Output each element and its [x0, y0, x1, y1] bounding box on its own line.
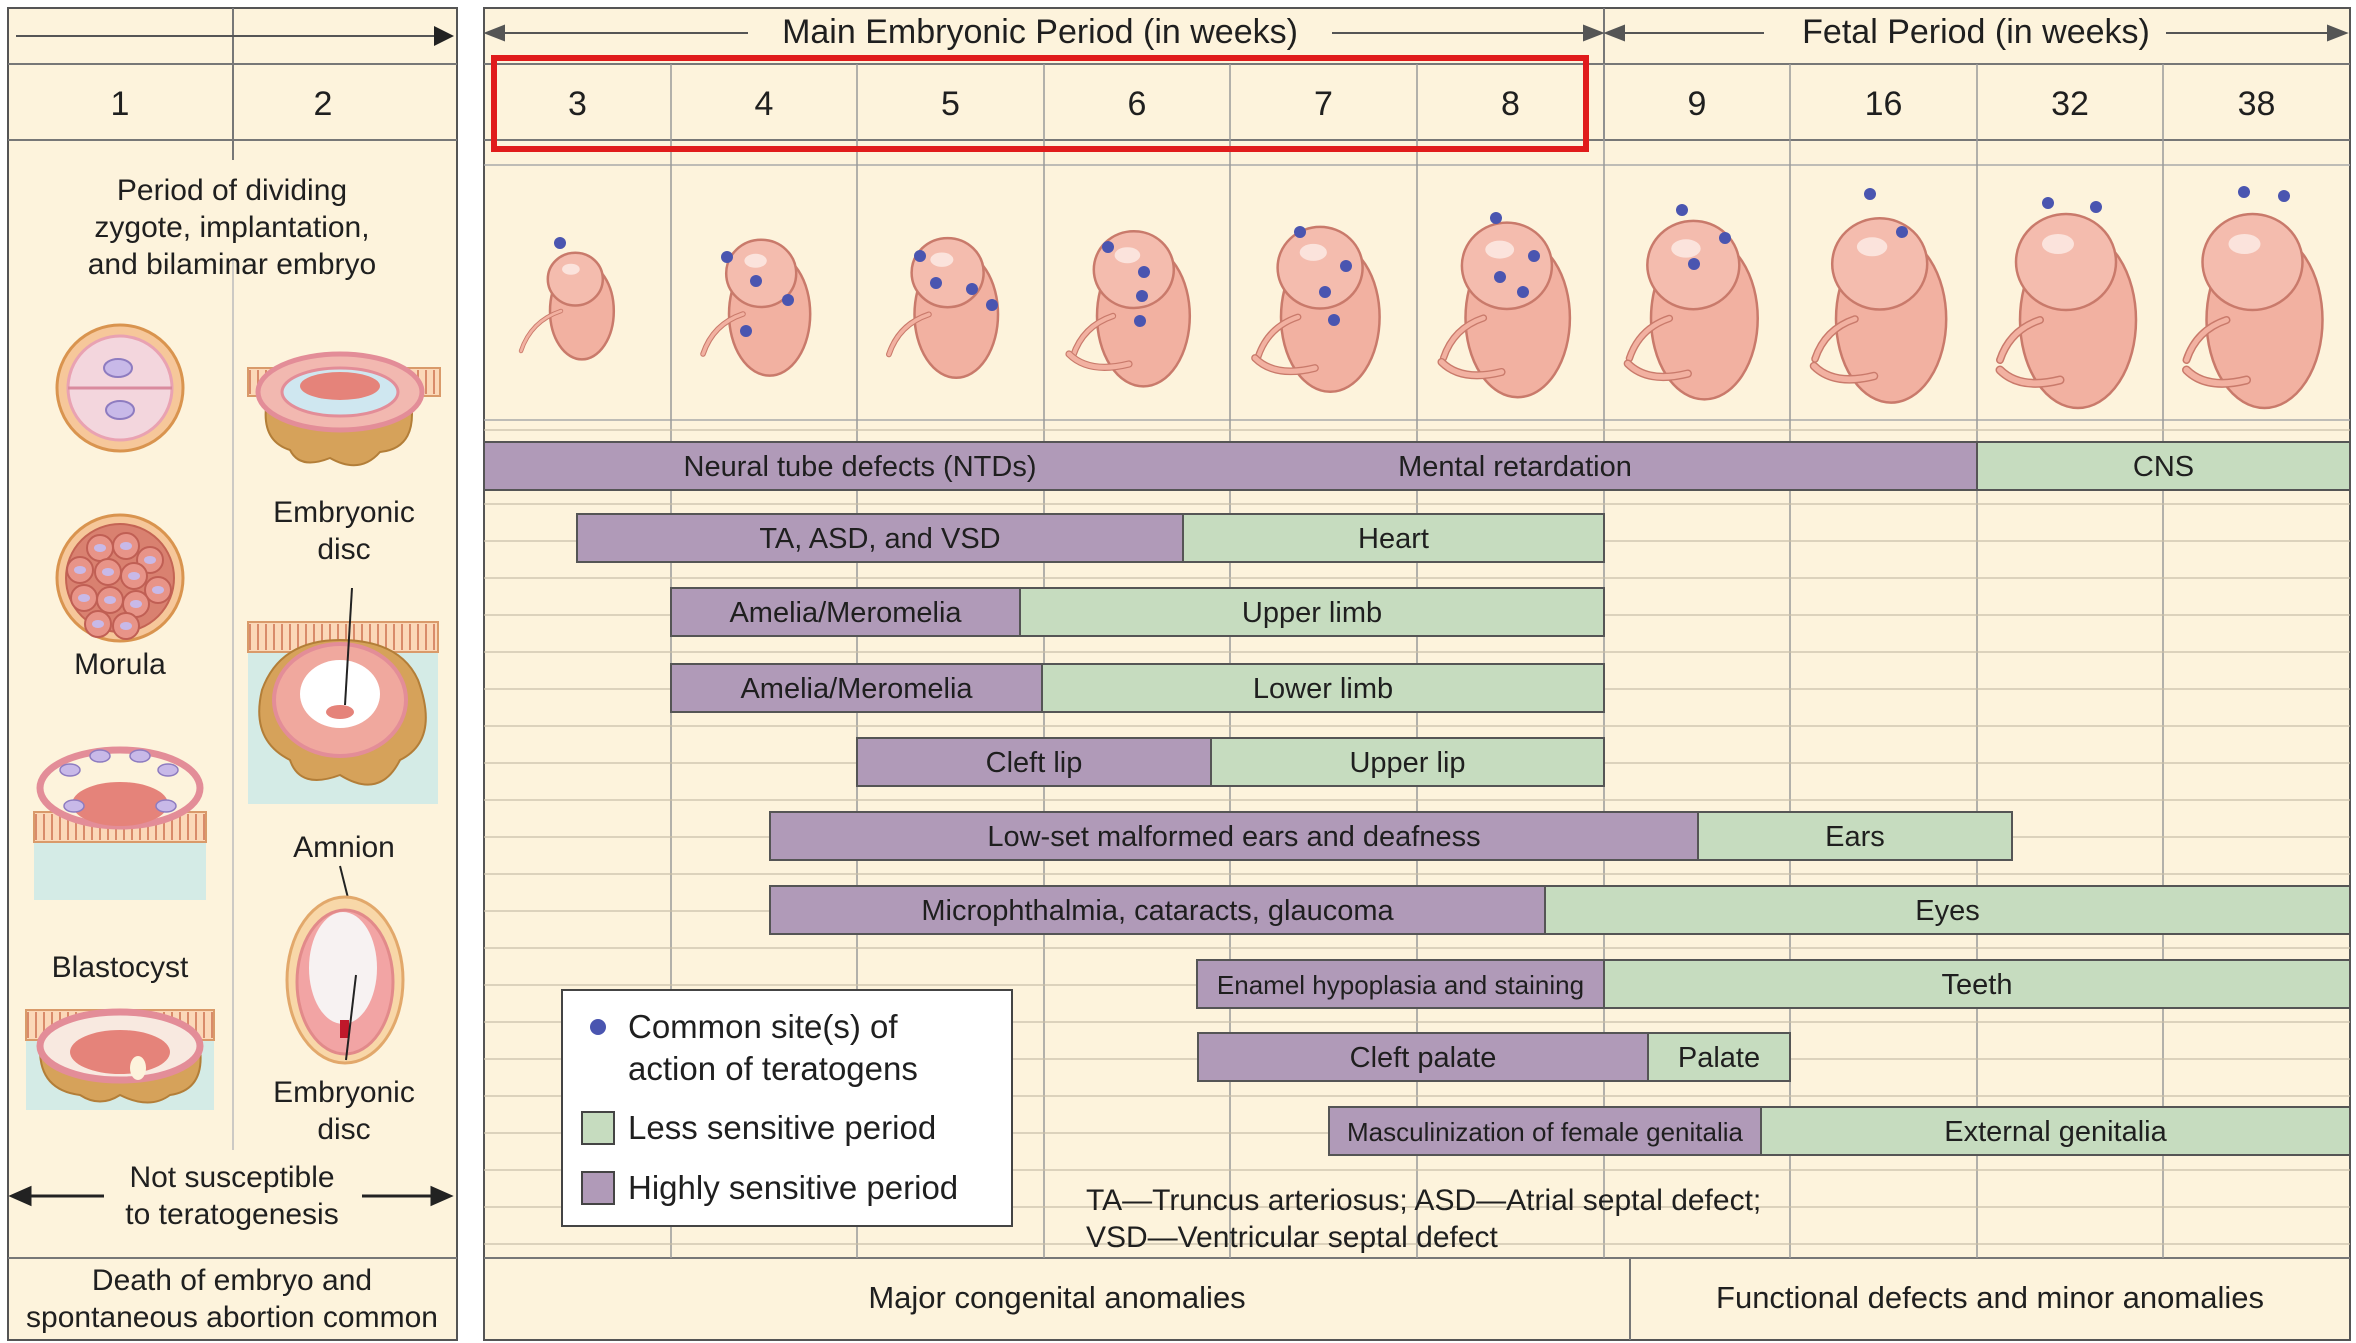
bar-label: Upper lip	[1349, 747, 1465, 779]
morula-illustration	[57, 515, 183, 641]
embryonic-disc-label-1-line-2: disc	[317, 533, 370, 566]
bar-label: Upper limb	[1242, 597, 1382, 629]
bar-label: Cleft palate	[1350, 1042, 1497, 1074]
not-susceptible-line-2: to teratogenesis	[125, 1198, 338, 1231]
amnion-label: Amnion	[293, 831, 395, 864]
bar-label: Masculinization of female genitalia	[1347, 1117, 1744, 1147]
left-description-line-1: Period of dividing	[117, 174, 347, 207]
bar-row-5: Cleft lip Upper lip	[857, 738, 1604, 786]
week-38-label: 38	[2238, 85, 2276, 123]
bar-row-1: Neural tube defects (NTDs) Mental retarda…	[484, 442, 2350, 490]
legend-less-swatch	[582, 1112, 614, 1144]
legend-high-label: Highly sensitive period	[628, 1169, 958, 1206]
main-embryonic-period-label: Main Embryonic Period (in weeks)	[782, 13, 1298, 51]
morula-label: Morula	[74, 648, 166, 681]
embryonic-disc-label-1-line-1: Embryonic	[273, 496, 415, 529]
early-blastocyst-illustration	[34, 750, 206, 900]
amnion-embryo-illustration	[287, 897, 403, 1063]
week-3-label: 3	[568, 85, 587, 123]
bar-row-4: Amelia/Meromelia Lower limb	[671, 664, 1604, 712]
week-2-label: 2	[314, 85, 333, 123]
bar-label: Ears	[1825, 821, 1885, 853]
legend-less-label: Less sensitive period	[628, 1109, 936, 1146]
blastocyst-illustration	[26, 1010, 214, 1110]
bar-row-2: TA, ASD, and VSD Heart	[577, 514, 1604, 562]
week-7-label: 7	[1314, 85, 1333, 123]
major-anomalies-label: Major congenital anomalies	[868, 1280, 1245, 1315]
bar-row-7: Microphthalmia, cataracts, glaucoma Eyes	[770, 886, 2350, 934]
blastocyst-label: Blastocyst	[52, 951, 189, 984]
bar-row-6: Low-set malformed ears and deafness Ears	[770, 812, 2012, 860]
week-9-label: 9	[1688, 85, 1707, 123]
zygote-illustration	[57, 325, 183, 451]
legend-high-swatch	[582, 1172, 614, 1204]
bar-label: Enamel hypoplasia and staining	[1217, 970, 1584, 1000]
functional-defects-label: Functional defects and minor anomalies	[1716, 1280, 2264, 1315]
week-16-label: 16	[1865, 85, 1903, 123]
legend-dot-label-line-1: Common site(s) of	[628, 1008, 898, 1045]
bar-label: Lower limb	[1253, 673, 1393, 705]
bar-row-9: Cleft palate Palate	[1198, 1033, 1790, 1081]
week-8-label: 8	[1501, 85, 1520, 123]
abbreviation-line-2: VSD—Ventricular septal defect	[1086, 1221, 1499, 1254]
bar-label: Neural tube defects (NTDs)	[684, 451, 1037, 483]
bar-label: Heart	[1358, 523, 1429, 555]
bar-label: Palate	[1678, 1042, 1760, 1074]
legend-dot-label-line-2: action of teratogens	[628, 1050, 918, 1087]
abbreviation-line-1: TA—Truncus arteriosus; ASD—Atrial septal…	[1086, 1184, 1761, 1217]
bar-label: External genitalia	[1944, 1116, 2167, 1148]
death-line-2: spontaneous abortion common	[26, 1301, 438, 1334]
legend: Common site(s) of action of teratogens L…	[562, 990, 1012, 1226]
bar-row-8: Enamel hypoplasia and staining Teeth	[1197, 960, 2350, 1008]
bar-label: TA, ASD, and VSD	[759, 523, 1000, 555]
week-6-label: 6	[1128, 85, 1147, 123]
bar-label: Cleft lip	[986, 747, 1083, 779]
death-line-1: Death of embryo and	[92, 1264, 372, 1297]
not-susceptible-line-1: Not susceptible	[129, 1161, 334, 1194]
week-32-label: 32	[2051, 85, 2089, 123]
week-5-label: 5	[941, 85, 960, 123]
bar-label: Amelia/Meromelia	[729, 597, 962, 629]
embryonic-disc-label-2-line-2: disc	[317, 1113, 370, 1146]
bar-label: Microphthalmia, cataracts, glaucoma	[921, 895, 1394, 927]
bar-label: Teeth	[1942, 969, 2013, 1001]
left-description-line-3: and bilaminar embryo	[88, 248, 376, 281]
bar-label: Mental retardation	[1398, 451, 1632, 483]
bar-row-3: Amelia/Meromelia Upper limb	[671, 588, 1604, 636]
left-description-line-2: zygote, implantation,	[94, 211, 369, 244]
legend-dot-icon	[590, 1019, 606, 1035]
bar-label: CNS	[2133, 451, 2194, 483]
bar-label: Amelia/Meromelia	[740, 673, 973, 705]
fetal-period-label: Fetal Period (in weeks)	[1802, 13, 2150, 51]
bar-label: Eyes	[1915, 895, 1979, 927]
week-4-label: 4	[755, 85, 774, 123]
week-1-label: 1	[111, 85, 130, 123]
bar-label: Low-set malformed ears and deafness	[987, 821, 1480, 853]
bar-row-10: Masculinization of female genitalia Exter…	[1329, 1107, 2350, 1155]
embryonic-disc-label-2-line-1: Embryonic	[273, 1076, 415, 1109]
